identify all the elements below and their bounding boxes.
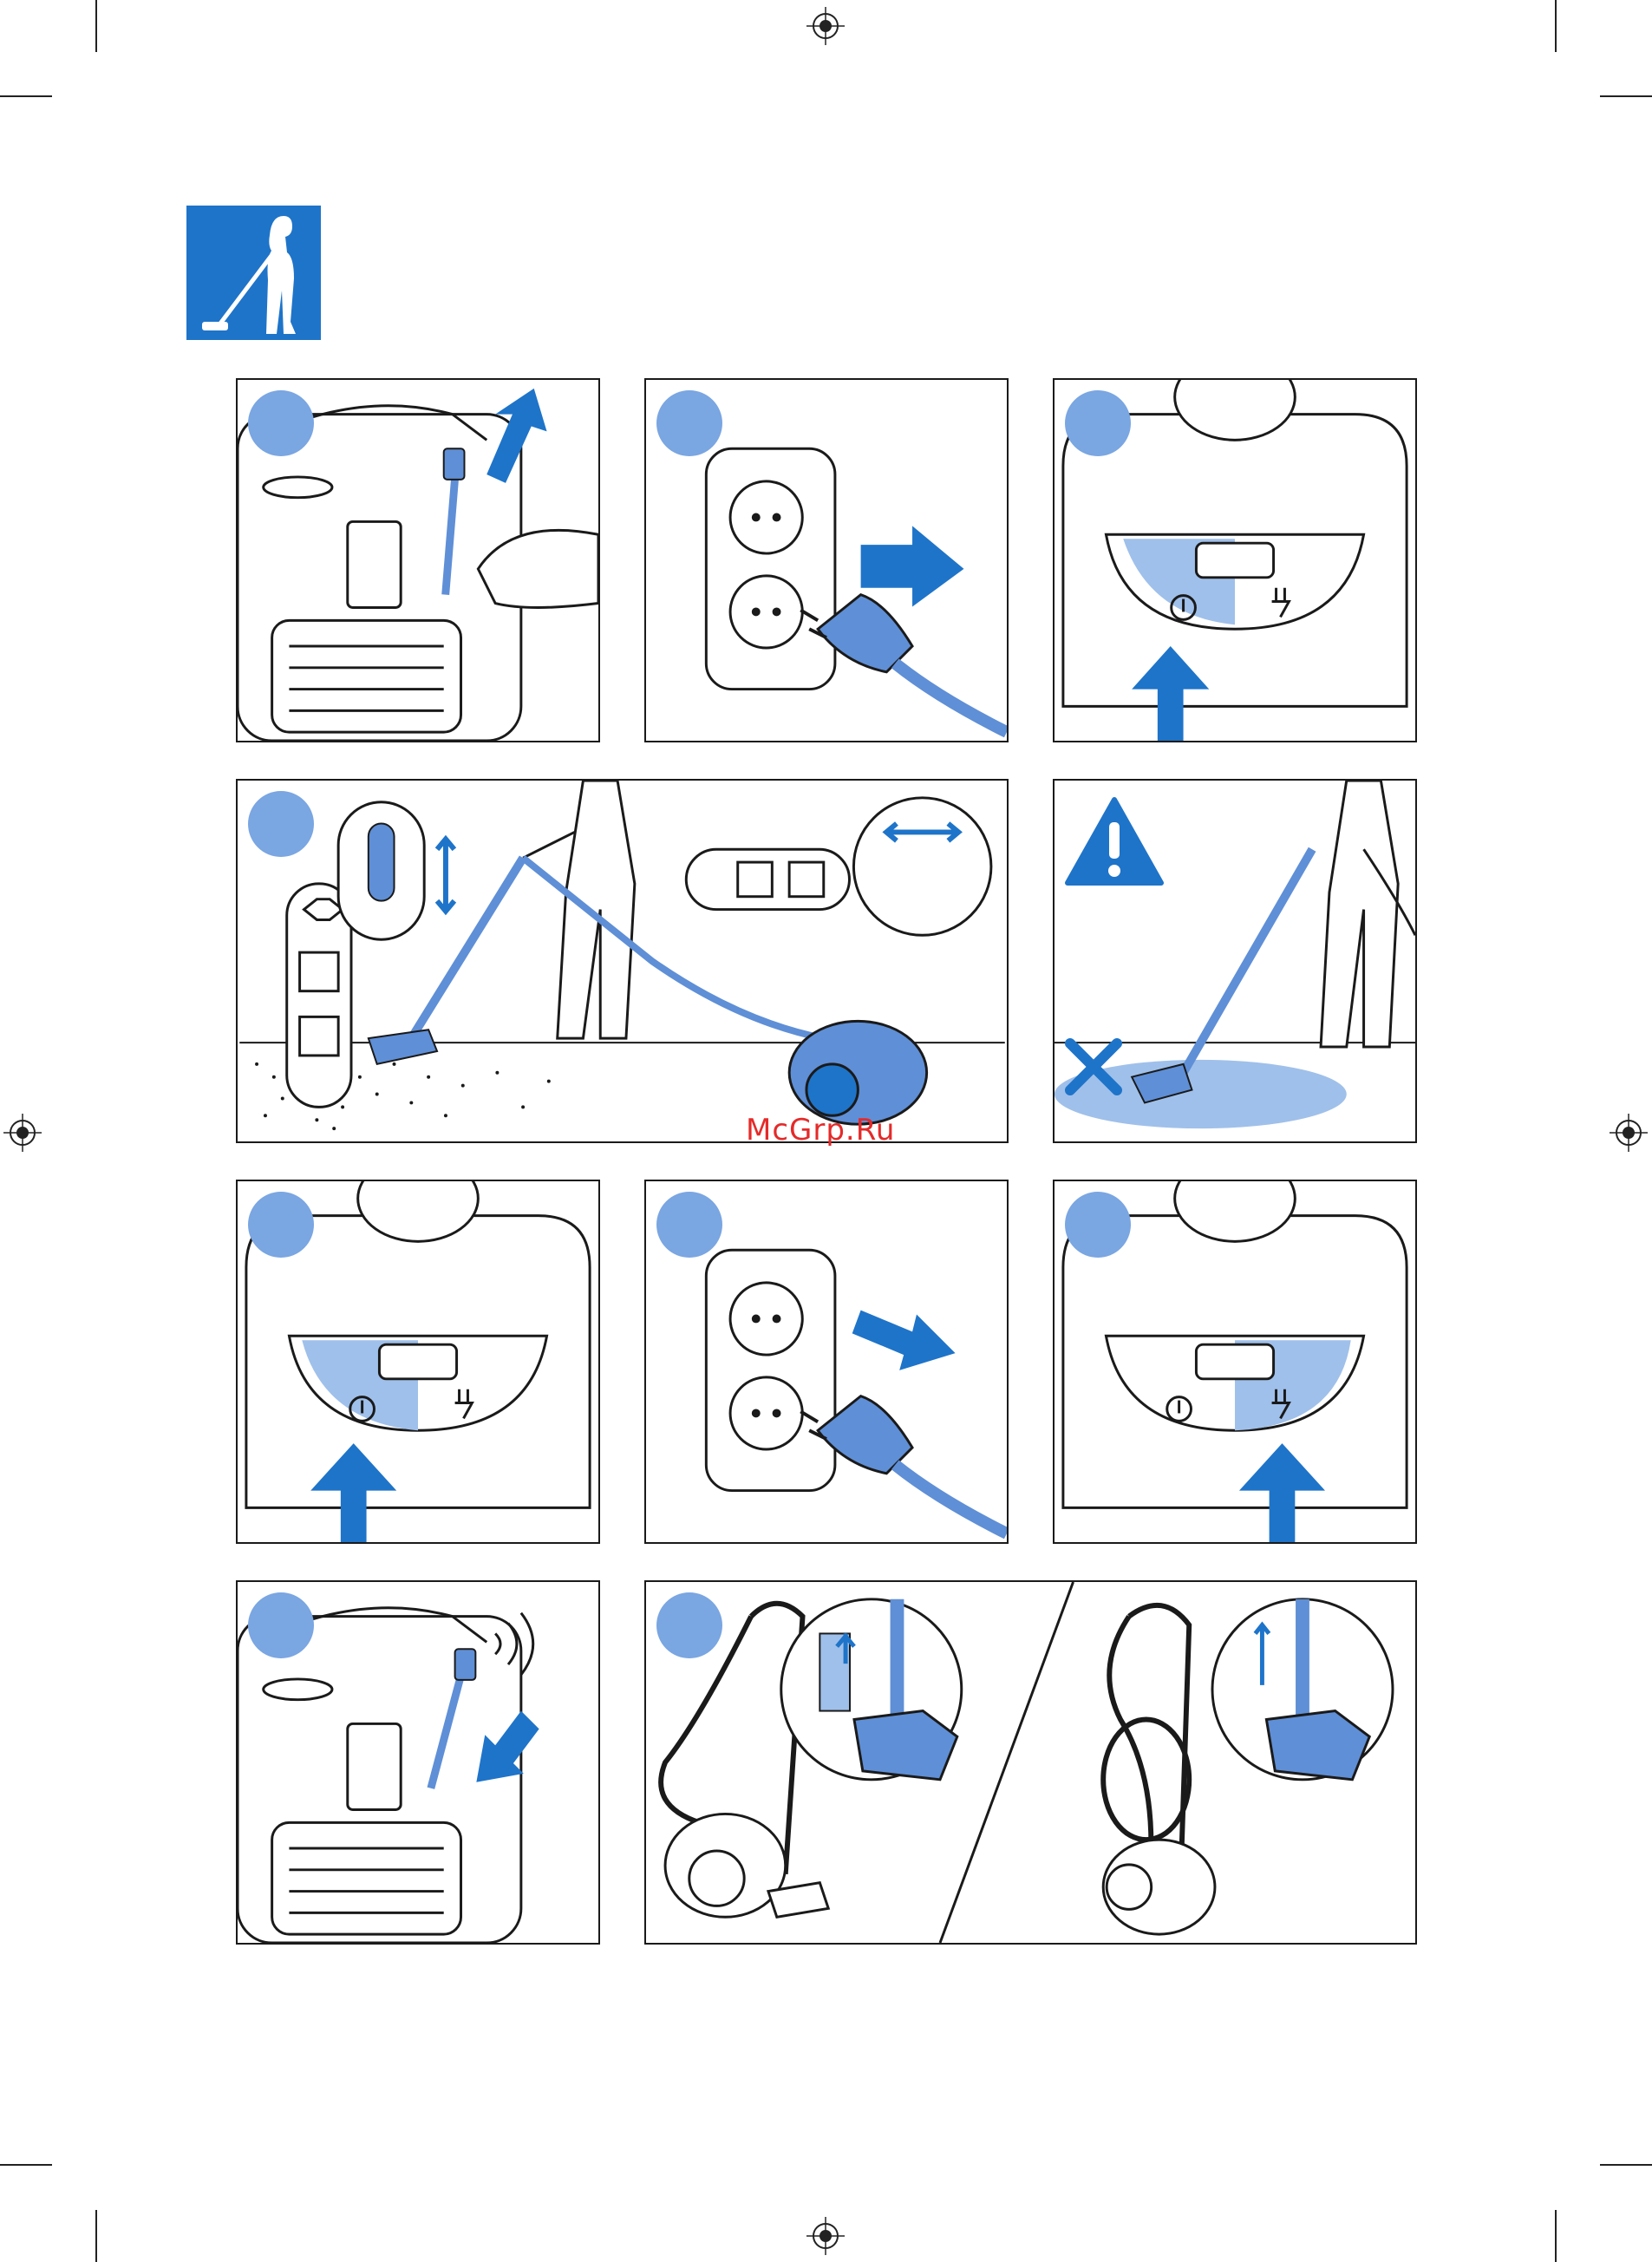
panel-parking-storage — [644, 1580, 1417, 1945]
panel-power-off — [236, 1180, 600, 1544]
panel-plug-in — [644, 378, 1009, 742]
panel-cord-retract — [236, 1580, 600, 1945]
step-number-circle — [656, 390, 722, 456]
panel-no-wet-surfaces — [1053, 779, 1417, 1143]
crop-mark — [0, 95, 52, 97]
registration-crosshair-icon — [806, 7, 845, 45]
panel-cord-rewind-button — [1053, 1180, 1417, 1544]
registration-crosshair-icon — [3, 1114, 42, 1152]
watermark-text: McGrp.Ru — [746, 1113, 895, 1147]
step-number-circle — [248, 390, 314, 456]
registration-crosshair-icon — [806, 2217, 845, 2255]
crop-mark — [95, 0, 97, 52]
step-number-circle — [248, 791, 314, 857]
step-number-circle — [1065, 1192, 1131, 1258]
vacuuming-person-icon — [186, 206, 321, 340]
step-number-circle — [656, 1592, 722, 1658]
crop-mark — [1555, 0, 1557, 52]
panel-cord-pull — [236, 378, 600, 742]
cross-mark-icon — [1063, 1036, 1124, 1097]
step-number-circle — [248, 1592, 314, 1658]
crop-mark — [0, 2164, 52, 2166]
registration-crosshair-icon — [1610, 1114, 1648, 1152]
crop-mark — [95, 2210, 97, 2262]
panel-unplug — [644, 1180, 1009, 1544]
crop-mark — [1600, 2164, 1652, 2166]
step-number-circle — [248, 1192, 314, 1258]
crop-mark — [1555, 2210, 1557, 2262]
step-number-circle — [1065, 390, 1131, 456]
step-number-circle — [656, 1192, 722, 1258]
panel-suction-adjust — [236, 779, 1009, 1143]
crop-mark — [1600, 95, 1652, 97]
warning-triangle-icon — [1065, 796, 1165, 887]
panel-power-on — [1053, 378, 1417, 742]
